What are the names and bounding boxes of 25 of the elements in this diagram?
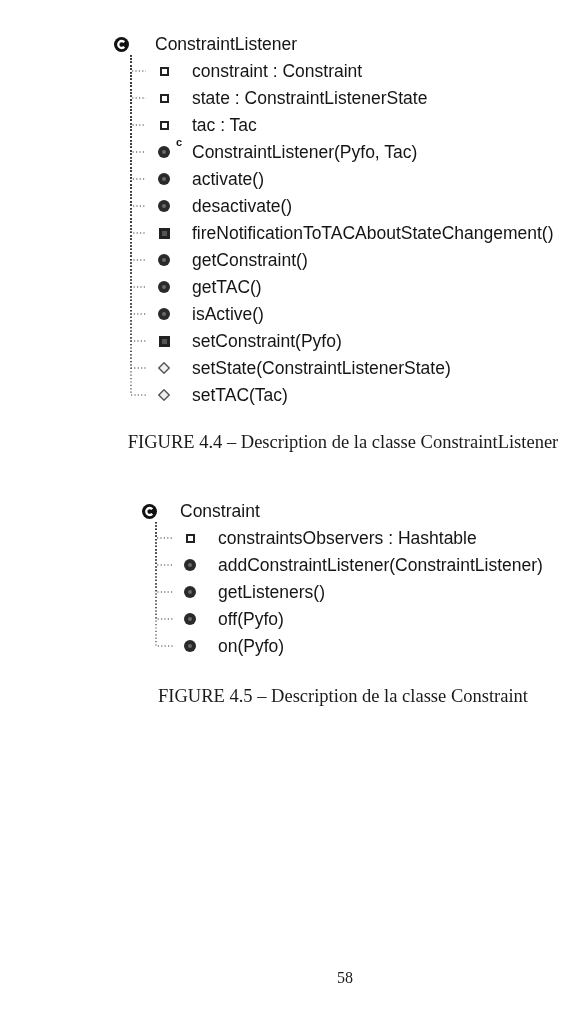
member-signature: constraint : Constraint bbox=[192, 60, 363, 82]
member-signature: setTAC(Tac) bbox=[192, 384, 288, 406]
member-signature: getListeners() bbox=[218, 581, 325, 603]
constructor-mark: c bbox=[176, 137, 183, 148]
member-signature: off(Pyfo) bbox=[218, 608, 284, 630]
member-signature: addConstraintListener(ConstraintListener) bbox=[218, 554, 543, 576]
figure-caption: FIGURE 4.4 – Description de la classe ConstraintListener bbox=[127, 432, 559, 454]
tree-connector bbox=[155, 521, 175, 647]
member-signature: state : ConstraintListenerState bbox=[192, 87, 428, 109]
member-signature: getTAC() bbox=[192, 276, 262, 298]
page-number: 58 bbox=[337, 968, 353, 988]
member-signature: getConstraint() bbox=[192, 249, 308, 271]
class-name: ConstraintListener bbox=[155, 33, 298, 55]
member-signature: isActive() bbox=[192, 303, 264, 325]
member-signature: ConstraintListener(Pyfo, Tac) bbox=[192, 141, 418, 163]
member-signature: activate() bbox=[192, 168, 264, 190]
member-signature: setConstraint(Pyfo) bbox=[192, 330, 342, 352]
member-signature: tac : Tac bbox=[192, 114, 257, 136]
member-signature: fireNotificationToTACAboutStateChangement() bbox=[192, 222, 554, 244]
figure-caption: FIGURE 4.5 – Description de la classe Constraint bbox=[158, 686, 528, 708]
member-signature: desactivate() bbox=[192, 195, 293, 217]
member-signature: setState(ConstraintListenerState) bbox=[192, 357, 451, 379]
class-name: Constraint bbox=[180, 500, 260, 522]
member-signature: constraintsObservers : Hashtable bbox=[218, 527, 477, 549]
member-signature: on(Pyfo) bbox=[218, 635, 285, 657]
